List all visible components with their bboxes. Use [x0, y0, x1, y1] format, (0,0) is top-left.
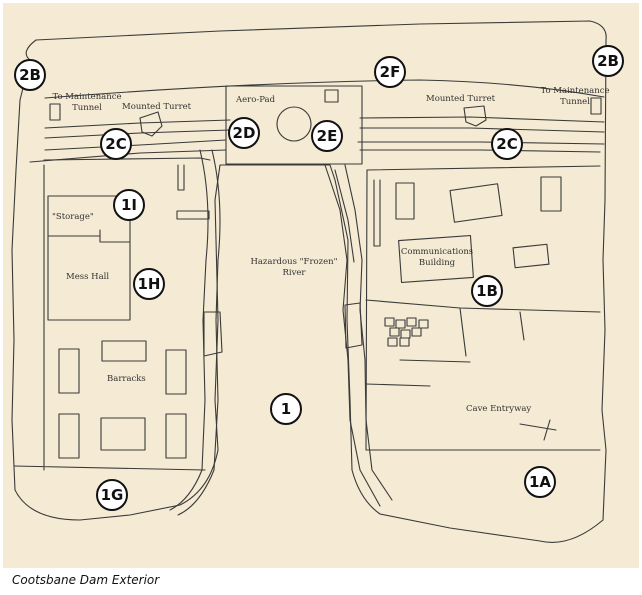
rock-left [203, 311, 223, 357]
crate-5 [389, 327, 400, 337]
marker-2b-right[interactable]: 2B [592, 45, 624, 77]
rock-right [344, 302, 363, 349]
walkway-line-2 [44, 116, 605, 129]
label-cave: Cave Entryway [466, 404, 532, 414]
shed-4 [512, 243, 550, 269]
marker-2e[interactable]: 2E [311, 120, 343, 152]
marker-2b-left[interactable]: 2B [14, 59, 46, 91]
maintenance-door-left [49, 103, 61, 121]
storage-mess-building [47, 195, 131, 321]
label-barracks: Barracks [107, 374, 146, 384]
fence-2 [373, 179, 381, 247]
walkway-line-3 [44, 127, 605, 139]
shed-2 [449, 183, 503, 223]
barracks-left-1 [58, 348, 80, 394]
small-shed [176, 210, 210, 220]
barracks-left-2 [58, 413, 80, 459]
marker-1h[interactable]: 1H [133, 268, 165, 300]
crate-3 [406, 317, 417, 327]
road-2 [459, 307, 525, 357]
marker-2d[interactable]: 2D [228, 117, 260, 149]
label-aero-pad: Aero-Pad [236, 95, 276, 105]
crate-1 [384, 317, 395, 327]
turret-right-shape [463, 105, 487, 127]
marker-2c-right[interactable]: 2C [491, 128, 523, 160]
compound-left-boundary [13, 157, 211, 471]
aero-pad-marker-box [324, 89, 339, 103]
communications-building [398, 234, 474, 284]
barracks-right-2 [165, 413, 187, 459]
walkway-line-4 [44, 139, 605, 151]
shed-3 [540, 176, 562, 212]
barracks-right-1 [165, 349, 187, 395]
marker-1[interactable]: 1 [270, 393, 302, 425]
marker-1a[interactable]: 1A [524, 466, 556, 498]
compound-right-boundary [365, 165, 601, 451]
crate-4 [418, 319, 429, 329]
river-bank-left-inner [177, 149, 221, 516]
crate-9 [399, 337, 410, 347]
river-bank-right-inner [344, 164, 393, 501]
marker-1g[interactable]: 1G [96, 479, 128, 511]
crate-2 [395, 319, 406, 329]
river-bank-left-outer [169, 149, 209, 511]
crate-7 [411, 327, 422, 337]
marker-1b[interactable]: 1B [471, 275, 503, 307]
river-inner-line [334, 169, 355, 263]
shed-1 [395, 182, 415, 220]
aero-pad-box [225, 85, 363, 165]
label-maintenance-left: To Maintenance Tunnel [52, 92, 122, 113]
label-turret-right: Mounted Turret [426, 94, 496, 104]
crate-8 [387, 337, 398, 347]
label-communications: Communications Building [400, 247, 474, 268]
fence-post [177, 164, 185, 191]
barracks-center-2 [100, 417, 146, 451]
walkway-line-5 [29, 149, 601, 163]
marker-1i[interactable]: 1I [113, 189, 145, 221]
storage-partition [47, 229, 131, 243]
label-storage: "Storage" [52, 212, 94, 222]
label-maintenance-right: To Maintenance Tunnel [540, 86, 610, 107]
label-turret-left: Mounted Turret [122, 102, 192, 112]
turret-left-shape [139, 111, 163, 137]
outer-boundary [11, 20, 607, 543]
marker-2f[interactable]: 2F [374, 56, 406, 88]
road-3 [365, 359, 471, 387]
barracks-center-top [101, 340, 147, 362]
label-river: Hazardous "Frozen" River [250, 257, 338, 278]
marker-2c-left[interactable]: 2C [100, 128, 132, 160]
cave-line [519, 419, 557, 441]
aero-pad-circle [276, 106, 312, 142]
label-mess-hall: Mess Hall [66, 272, 110, 282]
maintenance-door-right [590, 97, 602, 115]
map-caption: Cootsbane Dam Exterior [12, 573, 160, 587]
